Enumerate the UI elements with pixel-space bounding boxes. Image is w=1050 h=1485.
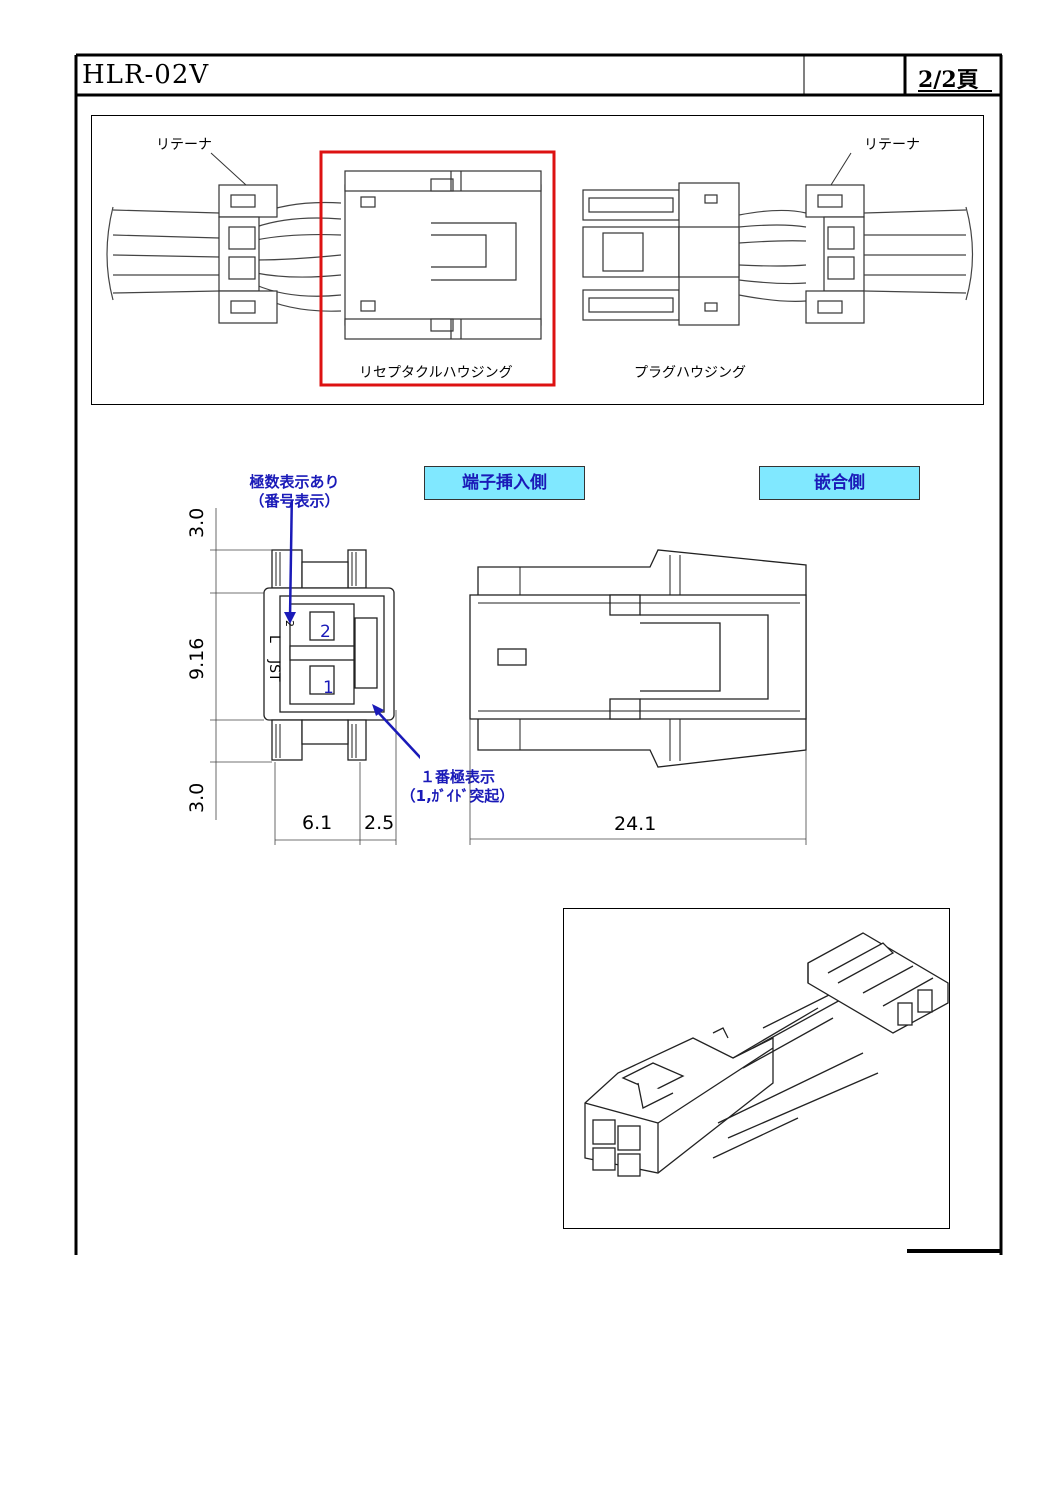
polarity-note-line1: 極数表示あり <box>249 473 340 491</box>
tag-mating-side: 嵌合側 <box>759 466 920 500</box>
small-2-mark: 2 <box>283 620 296 627</box>
assembly-top-view: リテーナ リテーナ リセプタクルハウジング プラグハウジング <box>91 115 984 405</box>
document-title: HLR-02V <box>82 60 210 90</box>
page-number: 2/2頁 <box>918 67 979 93</box>
pin1-note: １番極表示 （1,ｶﾞｲﾄﾞ突起） <box>395 768 520 806</box>
dim-top-3-0: 3.0 <box>186 507 208 538</box>
retainer-right-label: リテーナ <box>864 137 920 153</box>
dim-bottom-3-0: 3.0 <box>186 782 208 813</box>
polarity-note: 極数表示あり （番号表示） <box>232 473 357 511</box>
tag-terminal-side: 端子挿入側 <box>424 466 585 500</box>
receptacle-housing-label: リセプタクルハウジング <box>359 365 513 381</box>
retainer-left-label: リテーナ <box>156 137 212 153</box>
l-mark: L <box>266 635 282 643</box>
plug-housing-label: プラグハウジング <box>634 365 746 381</box>
jst-mark: JST <box>266 659 282 682</box>
polarity-note-line2: （番号表示） <box>249 492 340 510</box>
pin-number-2: 2 <box>320 622 331 642</box>
receptacle-highlight-box <box>319 150 556 387</box>
pin-number-1: 1 <box>323 678 334 698</box>
dim-6-1: 6.1 <box>302 812 333 834</box>
isometric-view <box>563 908 950 1229</box>
front-view-drawing: JST L 2 2 1 <box>210 500 420 845</box>
pin1-note-line1: １番極表示 <box>419 768 495 786</box>
dim-24-1: 24.1 <box>614 813 657 835</box>
pin1-note-line2: （1,ｶﾞｲﾄﾞ突起） <box>400 787 515 805</box>
side-view-drawing <box>469 549 807 845</box>
dim-9-16: 9.16 <box>186 637 208 680</box>
dim-2-5: 2.5 <box>364 812 395 834</box>
